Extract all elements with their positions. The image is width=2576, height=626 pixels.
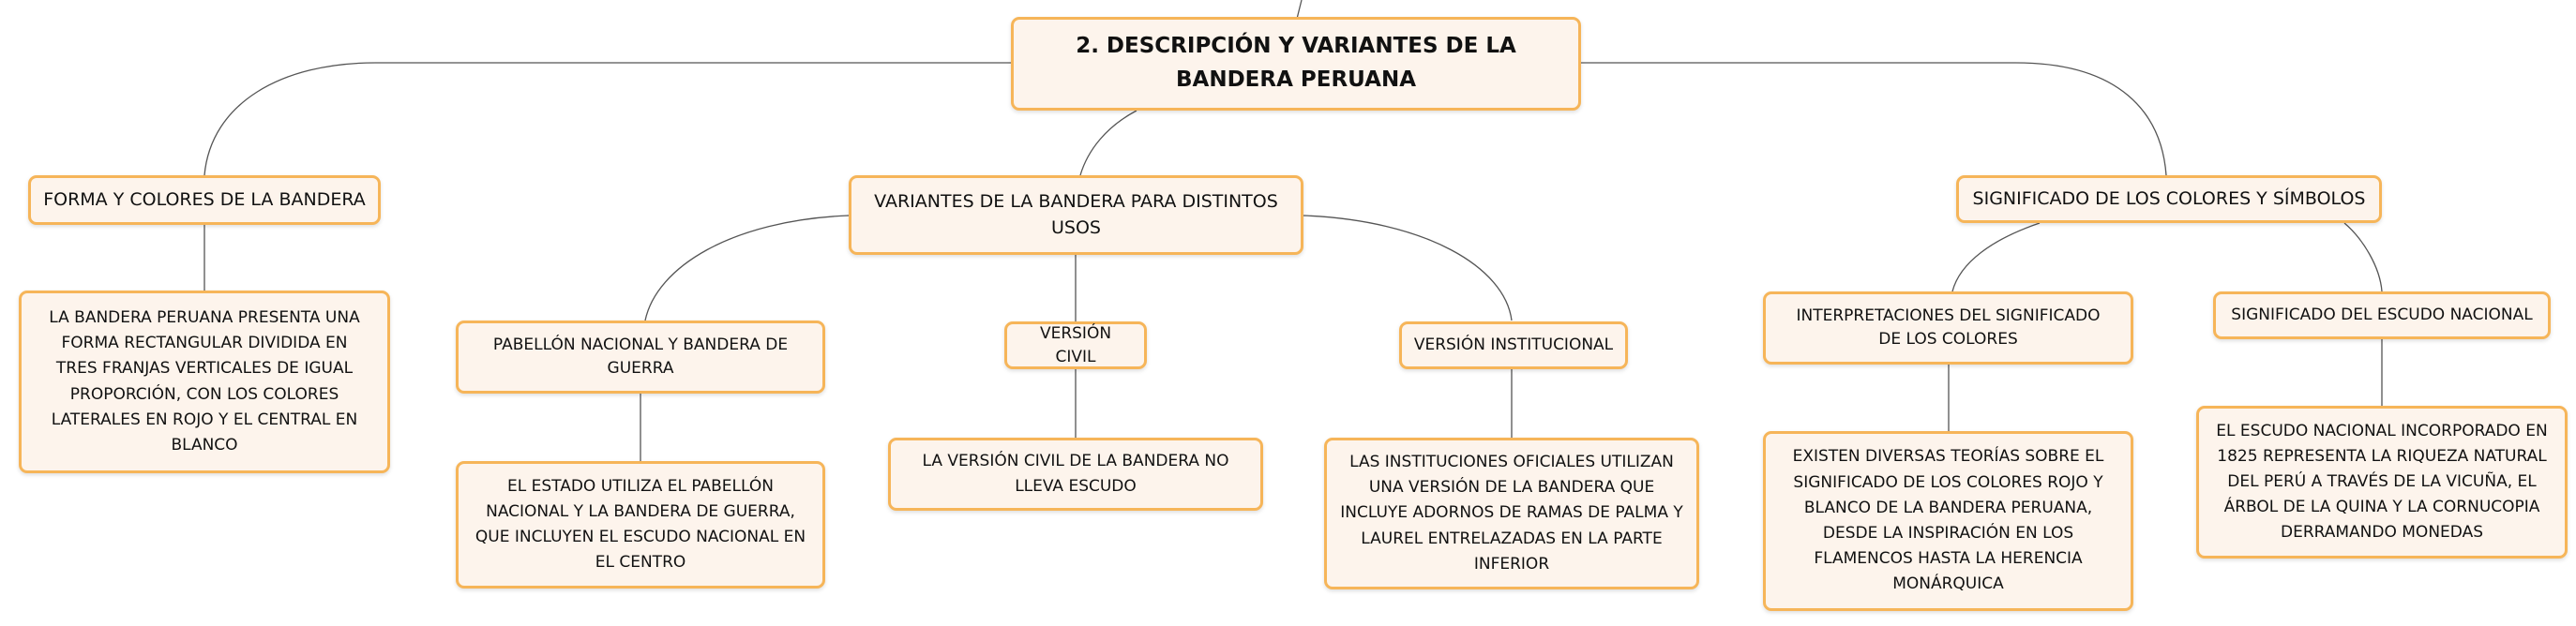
subtopic-pabellon[interactable]: PABELLÓN NACIONAL Y BANDERA DE GUERRA [456,320,825,394]
detail-interpretaciones-colores[interactable]: EXISTEN DIVERSAS TEORÍAS SOBRE EL SIGNIF… [1763,431,2133,611]
subtopic-version-institucional[interactable]: VERSIÓN INSTITUCIONAL [1399,321,1628,369]
detail-version-institucional[interactable]: LAS INSTITUCIONES OFICIALES UTILIZAN UNA… [1324,438,1699,589]
connector-significado-escudo [2343,222,2383,292]
subtopic-interpretaciones-colores[interactable]: INTERPRETACIONES DEL SIGNIFICADO DE LOS … [1763,291,2133,365]
detail-escudo-nacional[interactable]: EL ESCUDO NACIONAL INCORPORADO EN 1825 R… [2196,406,2568,559]
connector-variantes-institucional [1303,215,1513,321]
topic-significado[interactable]: SIGNIFICADO DE LOS COLORES Y SÍMBOLOS [1956,175,2382,223]
topic-forma-colores[interactable]: FORMA Y COLORES DE LA BANDERA [28,175,381,225]
detail-pabellon[interactable]: EL ESTADO UTILIZA EL PABELLÓN NACIONAL Y… [456,461,825,589]
detail-forma-colores[interactable]: LA BANDERA PERUANA PRESENTA UNA FORMA RE… [19,291,390,473]
connector-from-parent [1296,0,1303,20]
connector-variantes-pabellon [644,215,850,321]
subtopic-escudo-nacional[interactable]: SIGNIFICADO DEL ESCUDO NACIONAL [2213,291,2551,339]
connector-root-forma [203,62,1011,176]
connector-root-significado [1581,62,2167,176]
connector-root-variantes [1079,110,1137,176]
detail-version-civil[interactable]: LA VERSIÓN CIVIL DE LA BANDERA NO LLEVA … [888,438,1263,511]
subtopic-version-civil[interactable]: VERSIÓN CIVIL [1004,321,1147,369]
root-topic[interactable]: 2. DESCRIPCIÓN Y VARIANTES DE LA BANDERA… [1011,17,1581,111]
connector-significado-colores [1951,222,2041,292]
topic-variantes[interactable]: VARIANTES DE LA BANDERA PARA DISTINTOS U… [849,175,1303,255]
